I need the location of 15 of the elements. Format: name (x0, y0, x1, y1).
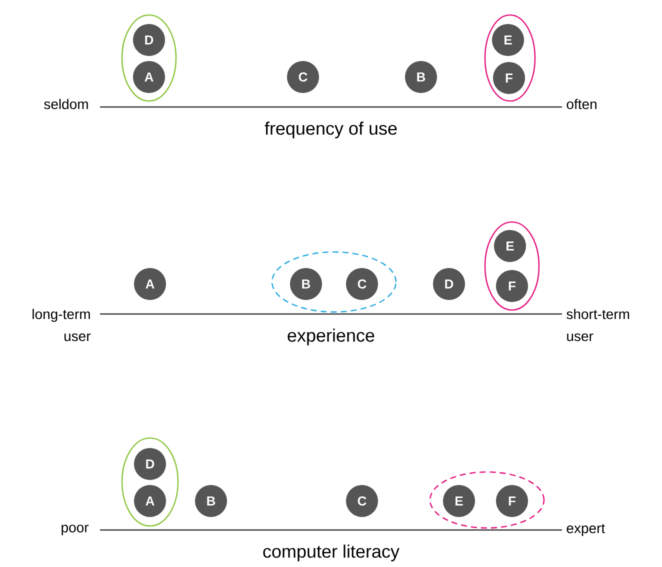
axis-end-label: seldom (44, 98, 88, 110)
axis-title: computer literacy (263, 544, 400, 562)
dashed-ellipse (271, 251, 397, 313)
axis-end-label: short-term user (566, 308, 630, 342)
group-ellipse (484, 221, 540, 311)
dashed-ellipse (429, 471, 545, 529)
group-ellipse (484, 14, 536, 102)
axis-title: experience (288, 328, 374, 346)
axis-end-label: long-term user (32, 308, 91, 342)
group-ellipse (121, 437, 179, 527)
axis-end-label: expert (566, 524, 605, 536)
axis-title: frequency of use (264, 122, 397, 138)
axis-end-label: poor (62, 524, 89, 536)
group-ellipse (121, 14, 177, 102)
axis-end-label: often (566, 98, 596, 110)
